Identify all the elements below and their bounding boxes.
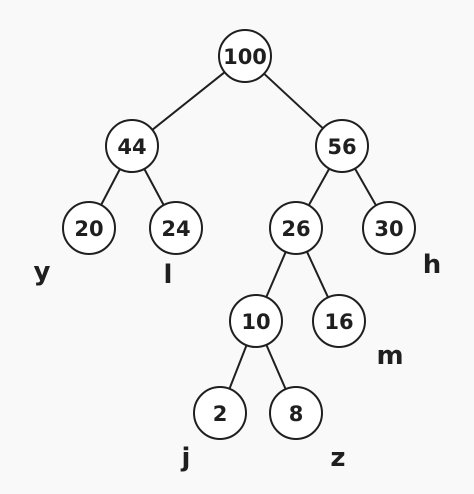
node-circle	[269, 386, 323, 440]
tree-node-16: 16	[312, 294, 366, 348]
tree-node-26: 26	[269, 201, 323, 255]
node-value: 2	[213, 402, 228, 426]
tree-edge	[151, 71, 226, 131]
node-value: 10	[241, 310, 270, 334]
node-circle	[149, 201, 203, 255]
node-circle	[218, 29, 272, 83]
node-value: 8	[289, 402, 304, 426]
tree-node-8: 8	[269, 386, 323, 440]
tree-edge	[263, 72, 324, 130]
tree-node-24: 24	[149, 201, 203, 255]
node-value: 16	[324, 310, 353, 334]
node-circle	[193, 386, 247, 440]
tree-edge	[100, 168, 121, 206]
tree-node-44: 44	[105, 119, 159, 173]
leaf-label-l: l	[164, 260, 173, 290]
node-circle	[229, 294, 283, 348]
tree-edges	[100, 71, 377, 390]
tree-edge	[228, 344, 248, 390]
node-value: 30	[374, 217, 403, 241]
node-value: 56	[327, 135, 356, 159]
tree-node-30: 30	[362, 201, 416, 255]
node-value: 44	[117, 135, 146, 159]
node-value: 20	[74, 217, 103, 241]
tree-nodes: 100 44 56 20 24 26 30 10 16 2 8	[62, 29, 416, 440]
leaf-label-h: h	[423, 250, 442, 280]
tree-node-2: 2	[193, 386, 247, 440]
tree-node-10: 10	[229, 294, 283, 348]
node-circle	[105, 119, 159, 173]
node-circle	[315, 119, 369, 173]
node-value: 26	[281, 217, 310, 241]
tree-node-100: 100	[218, 29, 272, 83]
leaf-label-m: m	[376, 341, 403, 371]
leaf-labels: y l h m j z	[34, 250, 442, 473]
tree-edge	[307, 168, 331, 206]
node-circle	[269, 201, 323, 255]
tree-node-56: 56	[315, 119, 369, 173]
leaf-label-z: z	[330, 443, 345, 473]
tree-edge	[354, 168, 377, 206]
node-value: 100	[223, 45, 267, 69]
tree-edge	[265, 344, 287, 390]
node-circle	[362, 201, 416, 255]
tree-edge	[265, 251, 287, 298]
leaf-label-j: j	[181, 443, 191, 473]
node-value: 24	[161, 217, 190, 241]
tree-node-20: 20	[62, 201, 116, 255]
node-circle	[62, 201, 116, 255]
leaf-label-y: y	[34, 257, 51, 287]
tree-edge	[306, 251, 329, 298]
tree-edge	[143, 168, 165, 206]
node-circle	[312, 294, 366, 348]
